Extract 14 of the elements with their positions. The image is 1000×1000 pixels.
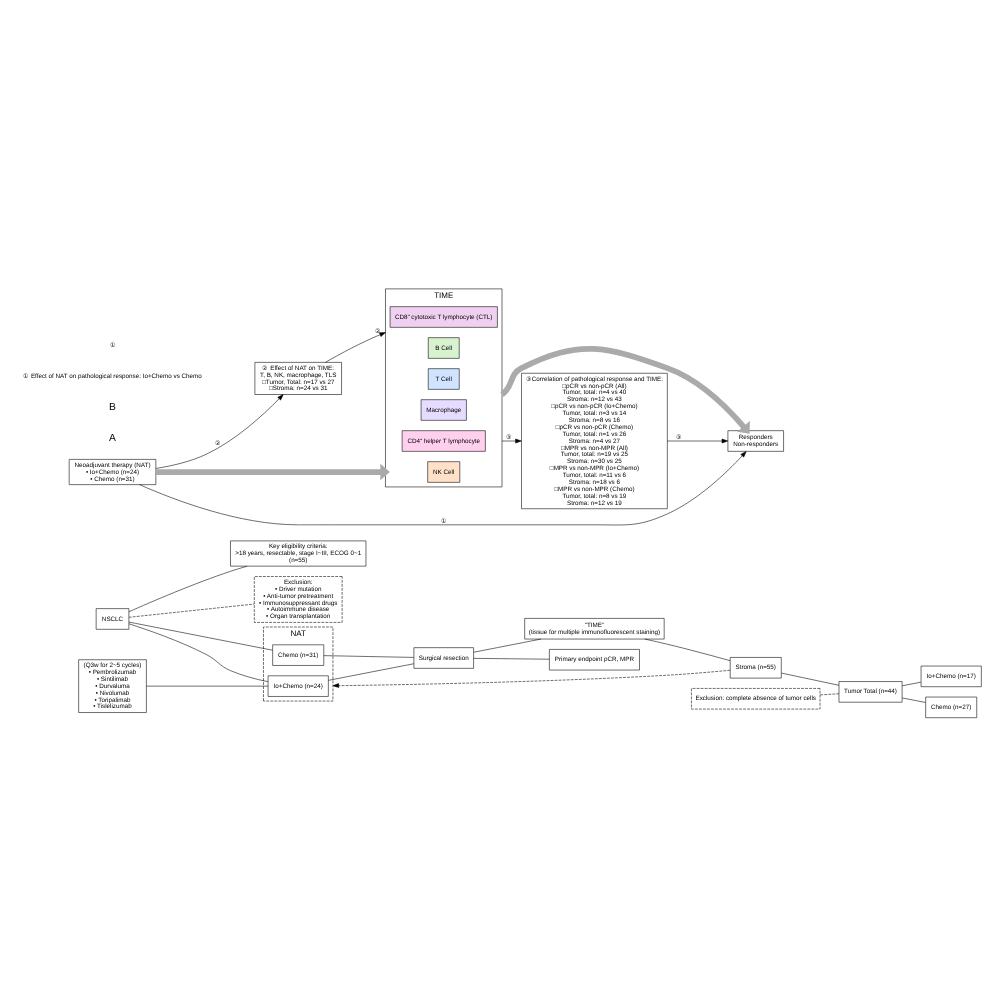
arrow	[501, 437, 522, 443]
connector	[128, 620, 273, 650]
arrow	[139, 450, 747, 525]
arrow	[500, 345, 750, 433]
arrow	[325, 331, 386, 362]
connector	[473, 637, 542, 652]
connector	[128, 622, 269, 681]
arrow	[155, 393, 284, 468]
arrow	[332, 669, 731, 687]
connector	[644, 637, 731, 660]
connector	[128, 564, 248, 612]
arrow	[155, 462, 390, 480]
arrow	[667, 437, 729, 443]
connector	[146, 684, 269, 686]
